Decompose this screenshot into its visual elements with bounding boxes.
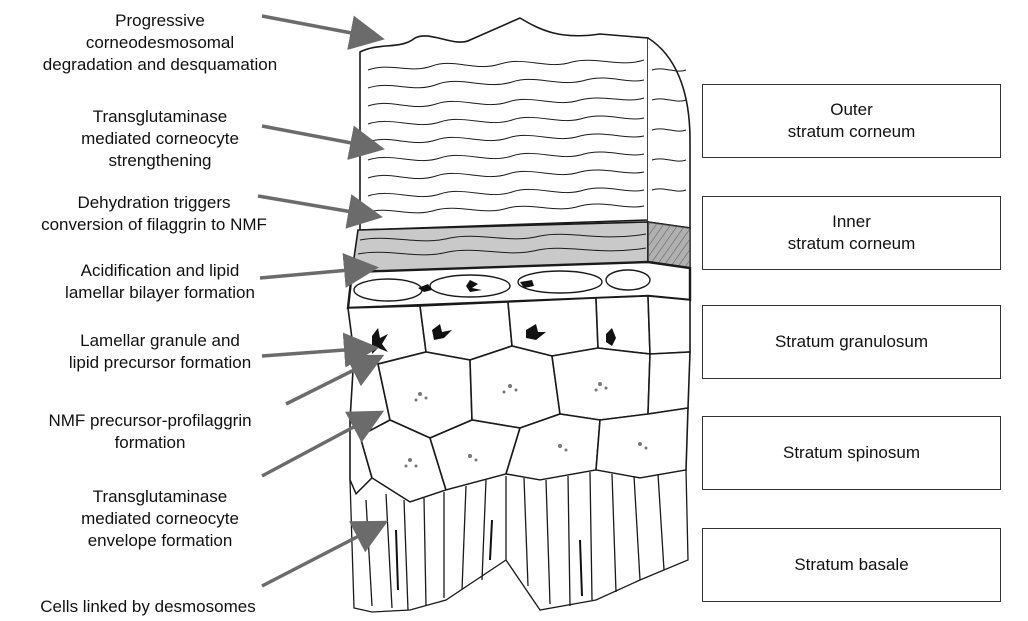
label-desmosomes: Cells linked by desmosomes [0, 596, 296, 618]
label-acidification: Acidification and lipid lamellar bilayer… [2, 260, 318, 304]
label-profilaggrin: NMF precursor-profilaggrin formation [2, 410, 298, 454]
layer-box-inner-stratum-corneum: Inner stratum corneum [702, 196, 1001, 270]
epidermis-illustration [348, 18, 690, 612]
layer-box-stratum-granulosum: Stratum granulosum [702, 305, 1001, 379]
outer-stratum-corneum-block [360, 18, 648, 230]
label-filaggrin-to-nmf: Dehydration triggers conversion of filag… [2, 192, 306, 236]
layer-box-outer-stratum-corneum: Outer stratum corneum [702, 84, 1001, 158]
layer-box-stratum-basale: Stratum basale [702, 528, 1001, 602]
layer-box-stratum-spinosum: Stratum spinosum [702, 416, 1001, 490]
label-envelope-formation: Transglutaminase mediated corneocyte env… [2, 486, 318, 552]
outer-sc-side [648, 38, 690, 228]
label-desquamation: Progressive corneodesmosomal degradation… [2, 10, 318, 76]
label-corneocyte-strengthening: Transglutaminase mediated corneocyte str… [2, 106, 318, 172]
label-lamellar-granule: Lamellar granule and lipid precursor for… [2, 330, 318, 374]
